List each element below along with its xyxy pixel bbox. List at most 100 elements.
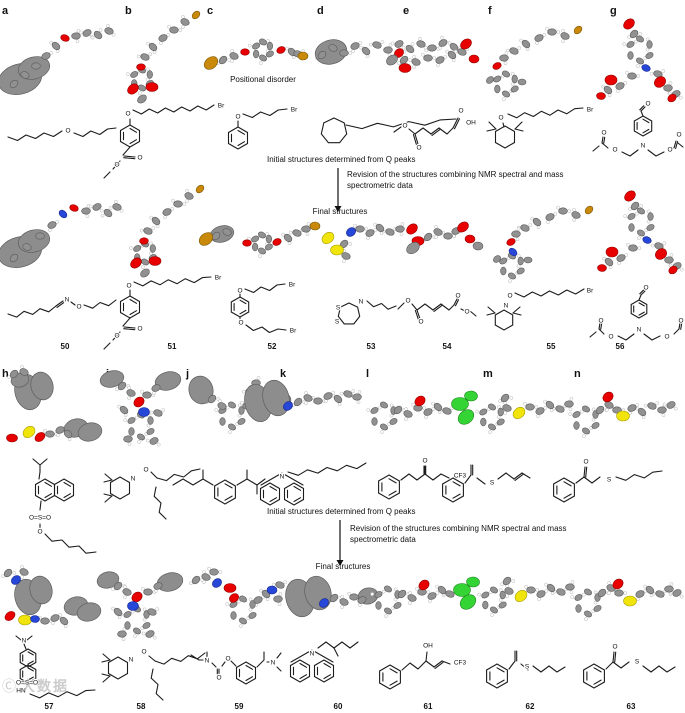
atom-label: O	[601, 130, 606, 137]
panel-label-f: f	[488, 5, 492, 17]
atom-label: O	[137, 326, 142, 333]
atom-label: O	[418, 319, 423, 326]
structure-62-final-2d: S	[486, 650, 566, 689]
atom-label: O	[126, 283, 131, 290]
ortep-50-final	[0, 199, 124, 268]
ortep-d-initial	[314, 35, 463, 65]
atom-label: O	[422, 458, 427, 465]
structure-50-final-2d: NO	[7, 296, 117, 318]
atom-label: N	[65, 297, 70, 304]
ortep-k-initial	[244, 379, 362, 423]
ortep-61-final	[370, 576, 480, 618]
ortep-g-initial	[596, 18, 683, 103]
atom-label: O	[678, 318, 683, 325]
atom-label: O	[608, 334, 613, 341]
atom-label: O	[405, 298, 410, 305]
atom-label: N	[205, 658, 210, 665]
caption-initial-top: Initial structures determined from Q pea…	[267, 155, 416, 164]
compound-number-60: 60	[334, 702, 343, 711]
compound-number-54: 54	[443, 342, 452, 351]
structure-58-final-2d: NO	[101, 648, 206, 701]
ortep-l-initial	[366, 390, 478, 434]
compound-number-58: 58	[137, 702, 146, 711]
atom-label: OH	[466, 120, 476, 127]
ortep-h-initial	[6, 365, 103, 443]
caption-revision-top-2: spectrometric data	[347, 181, 413, 190]
structure-a-initial-2d: O	[7, 127, 117, 142]
compound-number-61: 61	[424, 702, 433, 711]
ortep-f-initial	[486, 25, 583, 101]
panel-label-e: e	[403, 5, 409, 17]
atom-label: O	[645, 101, 650, 108]
atom-label: CF3	[454, 473, 467, 480]
panel-label-c: c	[207, 5, 213, 17]
compound-number-52: 52	[268, 342, 277, 351]
atom-label: O=S=O	[29, 515, 51, 522]
atom-label: O	[667, 147, 672, 154]
atom-label: O	[664, 334, 669, 341]
atom-label: Br	[218, 103, 225, 110]
atom-label: O	[114, 333, 119, 340]
atom-label: Br	[587, 288, 594, 295]
compound-number-50: 50	[61, 342, 70, 351]
atom-label: N	[280, 474, 285, 481]
atom-label: O	[76, 304, 81, 311]
compound-number-53: 53	[367, 342, 376, 351]
compound-number-55: 55	[547, 342, 556, 351]
atom-label: O	[676, 132, 681, 139]
atom-label: O	[612, 147, 617, 154]
atom-label: S	[336, 305, 341, 312]
structure-h-initial-2d: O=S=OO	[28, 458, 97, 554]
atom-label: N	[271, 660, 276, 667]
panel-label-g: g	[610, 5, 617, 17]
atom-label: O	[114, 162, 119, 169]
panel-label-l: l	[366, 368, 369, 380]
structure-m-initial-2d: S	[442, 464, 531, 503]
compound-number-51: 51	[168, 342, 177, 351]
atom-label: N	[359, 299, 364, 306]
structure-j-initial-2d	[172, 469, 266, 505]
ortep-m-initial	[475, 393, 574, 434]
atom-label: O	[141, 649, 146, 656]
caption-initial-bottom: Initial structures determined from Q pea…	[267, 507, 416, 516]
atom-label: S	[525, 664, 530, 671]
atom-label: O	[216, 675, 221, 682]
atom-label: N	[641, 143, 646, 150]
structure-53-final-2d: SSN	[334, 298, 397, 327]
compound-number-59: 59	[235, 702, 244, 711]
atom-label: HN	[16, 688, 26, 695]
atom-label: O	[643, 285, 648, 292]
atom-label: O	[612, 644, 617, 651]
compound-number-57: 57	[45, 702, 54, 711]
atom-label: N	[504, 303, 509, 310]
ortep-53-final	[321, 222, 405, 263]
ortep-56-final	[597, 190, 684, 275]
atom-label: O	[402, 123, 407, 130]
atom-label: O	[137, 155, 142, 162]
ortep-60-final	[285, 575, 379, 618]
panel-label-k: k	[280, 368, 287, 380]
ortep-51-final	[129, 184, 205, 278]
atom-label: N	[637, 327, 642, 334]
ortep-54-final	[406, 221, 484, 255]
ortep-55-final	[493, 205, 594, 283]
atom-label: O	[235, 114, 240, 121]
caption-positional-disorder: Positional disorder	[230, 75, 296, 84]
atom-label: N	[310, 651, 315, 658]
ortep-62-final	[477, 576, 575, 617]
panel-label-a: a	[2, 5, 9, 17]
ortep-52-final	[198, 221, 321, 258]
caption-revision-top-1: Revision of the structures combining NMR…	[347, 170, 564, 179]
ortep-57-final	[1, 565, 102, 629]
ortep-59-final	[189, 566, 288, 628]
arrow-revision-bottom	[336, 520, 344, 566]
structure-60-final-2d: N	[289, 641, 359, 683]
structure-57-final-2d: NO=S=OHN	[15, 635, 96, 699]
atom-label: O	[498, 115, 503, 122]
